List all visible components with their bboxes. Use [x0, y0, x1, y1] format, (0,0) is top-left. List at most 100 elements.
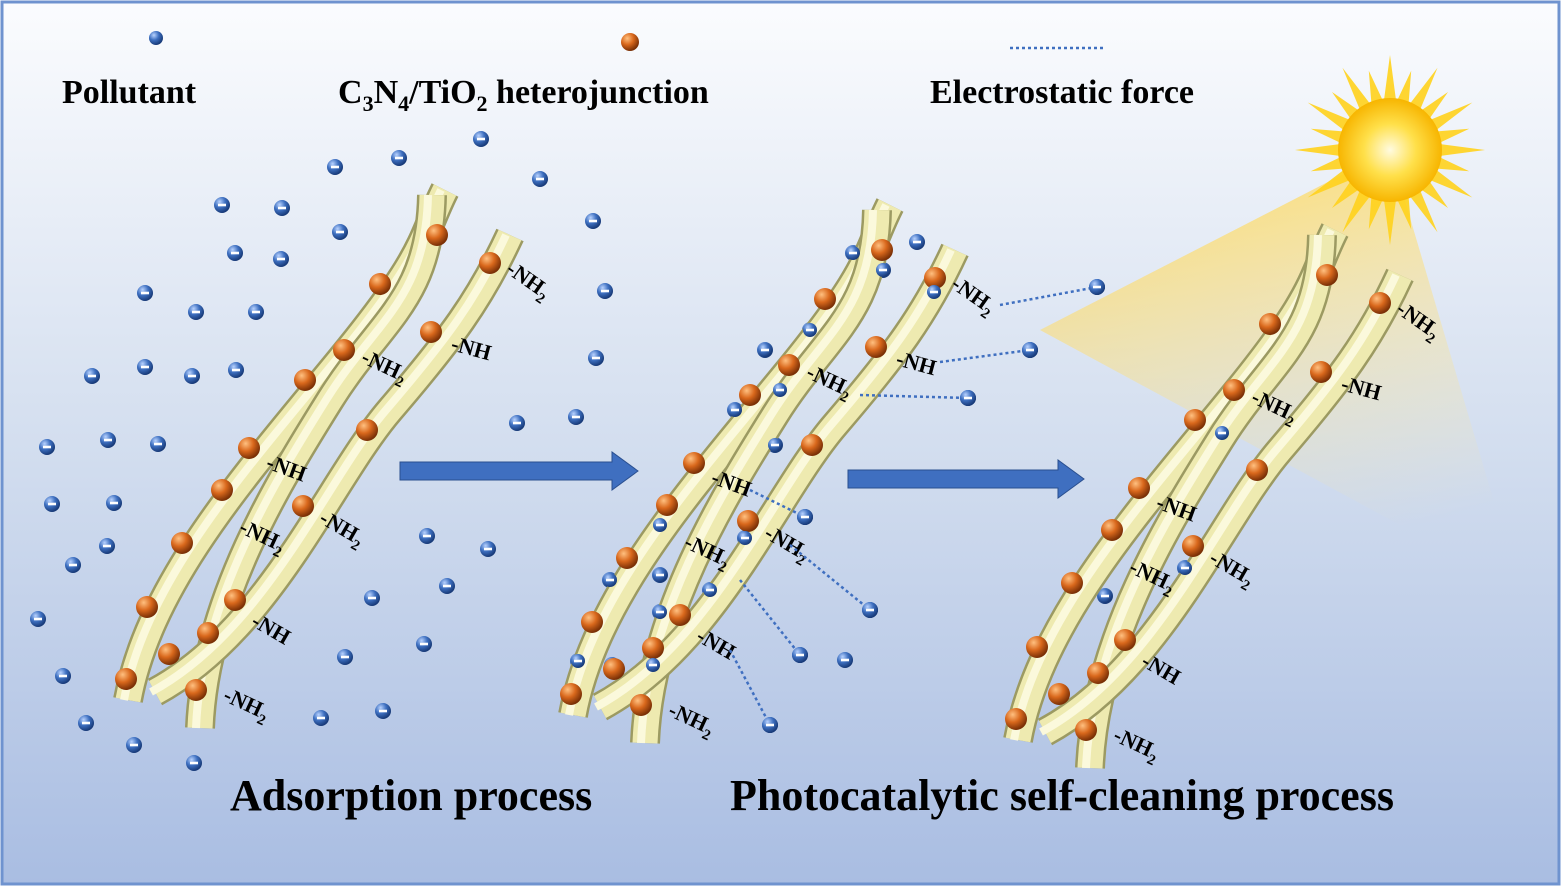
pollutant-particle	[188, 304, 204, 320]
pollutant-particle	[274, 200, 290, 216]
pollutant-particle	[846, 246, 860, 260]
pollutant-particle	[327, 159, 343, 175]
pollutant-particle	[30, 611, 46, 627]
pollutant-particle	[227, 245, 243, 261]
pollutant-particle	[792, 647, 808, 663]
electrostatic-force-lines	[571, 246, 1229, 733]
pollutant-particle	[797, 509, 813, 525]
heterojunction-particle	[1310, 361, 1332, 383]
legend-pollutant-icon	[149, 31, 163, 45]
pollutant-particle	[585, 213, 601, 229]
heterojunction-particle	[211, 479, 233, 501]
pollutant-particle	[419, 528, 435, 544]
pollutant-particle	[214, 197, 230, 213]
pollutant-particle	[375, 703, 391, 719]
pollutant-particle	[39, 439, 55, 455]
pollutant-particle	[762, 717, 778, 733]
heterojunction-particle	[238, 437, 260, 459]
pollutant-particle	[1098, 589, 1112, 603]
pollutant-particle	[332, 224, 348, 240]
heterojunction-particle	[924, 267, 946, 289]
heterojunction-particle	[603, 658, 625, 680]
heterojunction-particle	[185, 679, 207, 701]
pollutant-particle	[1215, 426, 1229, 440]
pollutant-particle	[909, 234, 925, 250]
pollutant-particle	[960, 390, 976, 406]
heterojunction-particle	[739, 384, 761, 406]
legend-heterojunction-icon	[621, 33, 639, 51]
heterojunction-particle	[294, 369, 316, 391]
heterojunction-particle	[115, 668, 137, 690]
heterojunction-particle	[158, 643, 180, 665]
pollutant-particle	[738, 531, 752, 545]
pollutant-particle	[1178, 561, 1192, 575]
heterojunction-particle	[197, 622, 219, 644]
heterojunction-particle	[871, 239, 893, 261]
heterojunction-particle	[616, 547, 638, 569]
heterojunction-particle	[1316, 264, 1338, 286]
heterojunction-particle	[356, 419, 378, 441]
pollutant-particle	[653, 518, 667, 532]
electrostatic-force-line	[999, 285, 1098, 307]
pollutant-particle	[480, 541, 496, 557]
legend: Pollutant C3N4/TiO2 heterojunction Elect…	[62, 31, 1194, 116]
pollutant-particle	[509, 415, 525, 431]
heterojunction-particle	[292, 495, 314, 517]
heterojunction-particle	[479, 252, 501, 274]
heterojunction-particle	[814, 288, 836, 310]
pollutant-particle	[313, 710, 329, 726]
heterojunction-particle	[426, 224, 448, 246]
heterojunction-particle	[1026, 636, 1048, 658]
pollutant-particle	[473, 131, 489, 147]
pollutant-particle	[728, 403, 742, 417]
heterojunction-particle	[560, 683, 582, 705]
pollutant-particle	[44, 496, 60, 512]
heterojunction-particle	[683, 452, 705, 474]
electrostatic-force-line	[728, 649, 772, 726]
pollutant-particle	[571, 654, 585, 668]
heterojunction-particle	[669, 604, 691, 626]
electrostatic-force-line	[859, 393, 969, 400]
heterojunction-particle	[801, 434, 823, 456]
fiber-strand	[185, 194, 447, 729]
pollutant-particle	[273, 251, 289, 267]
electrostatic-force-line	[789, 544, 871, 611]
heterojunction-particle	[1114, 629, 1136, 651]
arrow-1-icon	[399, 451, 639, 491]
pollutant-particle	[137, 285, 153, 301]
fiber-strand	[630, 209, 892, 744]
heterojunction-particle	[656, 494, 678, 516]
pollutant-particle	[126, 737, 142, 753]
pollutant-particle	[653, 605, 667, 619]
pollutant-particle	[106, 495, 122, 511]
heterojunction-particle	[630, 694, 652, 716]
pollutant-particle	[758, 343, 772, 357]
pollutant-particle	[248, 304, 264, 320]
heterojunction-particle	[1184, 409, 1206, 431]
pollutant-particle	[439, 578, 455, 594]
heterojunction-particle	[171, 532, 193, 554]
helix-1: -NH2-NH-NH2-NH-NH2-NH2-NH-NH2	[113, 183, 550, 729]
pollutant-particle	[65, 557, 81, 573]
pollutant-particle	[837, 652, 853, 668]
heterojunction-particle	[1259, 313, 1281, 335]
heterojunction-particle	[1246, 459, 1268, 481]
heterojunction-particle	[1369, 292, 1391, 314]
pollutant-particle	[78, 715, 94, 731]
heterojunction-particle	[1223, 379, 1245, 401]
heterojunction-particle	[224, 589, 246, 611]
pollutant-particle	[603, 573, 617, 587]
heterojunction-particle	[420, 321, 442, 343]
heterojunction-particle	[333, 339, 355, 361]
pollutant-particle	[84, 368, 100, 384]
pollutant-particle	[184, 368, 200, 384]
pollutant-particle	[337, 649, 353, 665]
photocatalytic-process-label: Photocatalytic self-cleaning process	[730, 771, 1394, 820]
heterojunction-particle	[1128, 477, 1150, 499]
heterojunction-particle	[737, 510, 759, 532]
adsorption-process-label: Adsorption process	[230, 771, 592, 820]
heterojunction-particle	[642, 637, 664, 659]
pollutant-particle	[876, 263, 890, 277]
helix-3: -NH2-NH-NH2-NH-NH2-NH2-NH-NH2	[1003, 223, 1440, 769]
